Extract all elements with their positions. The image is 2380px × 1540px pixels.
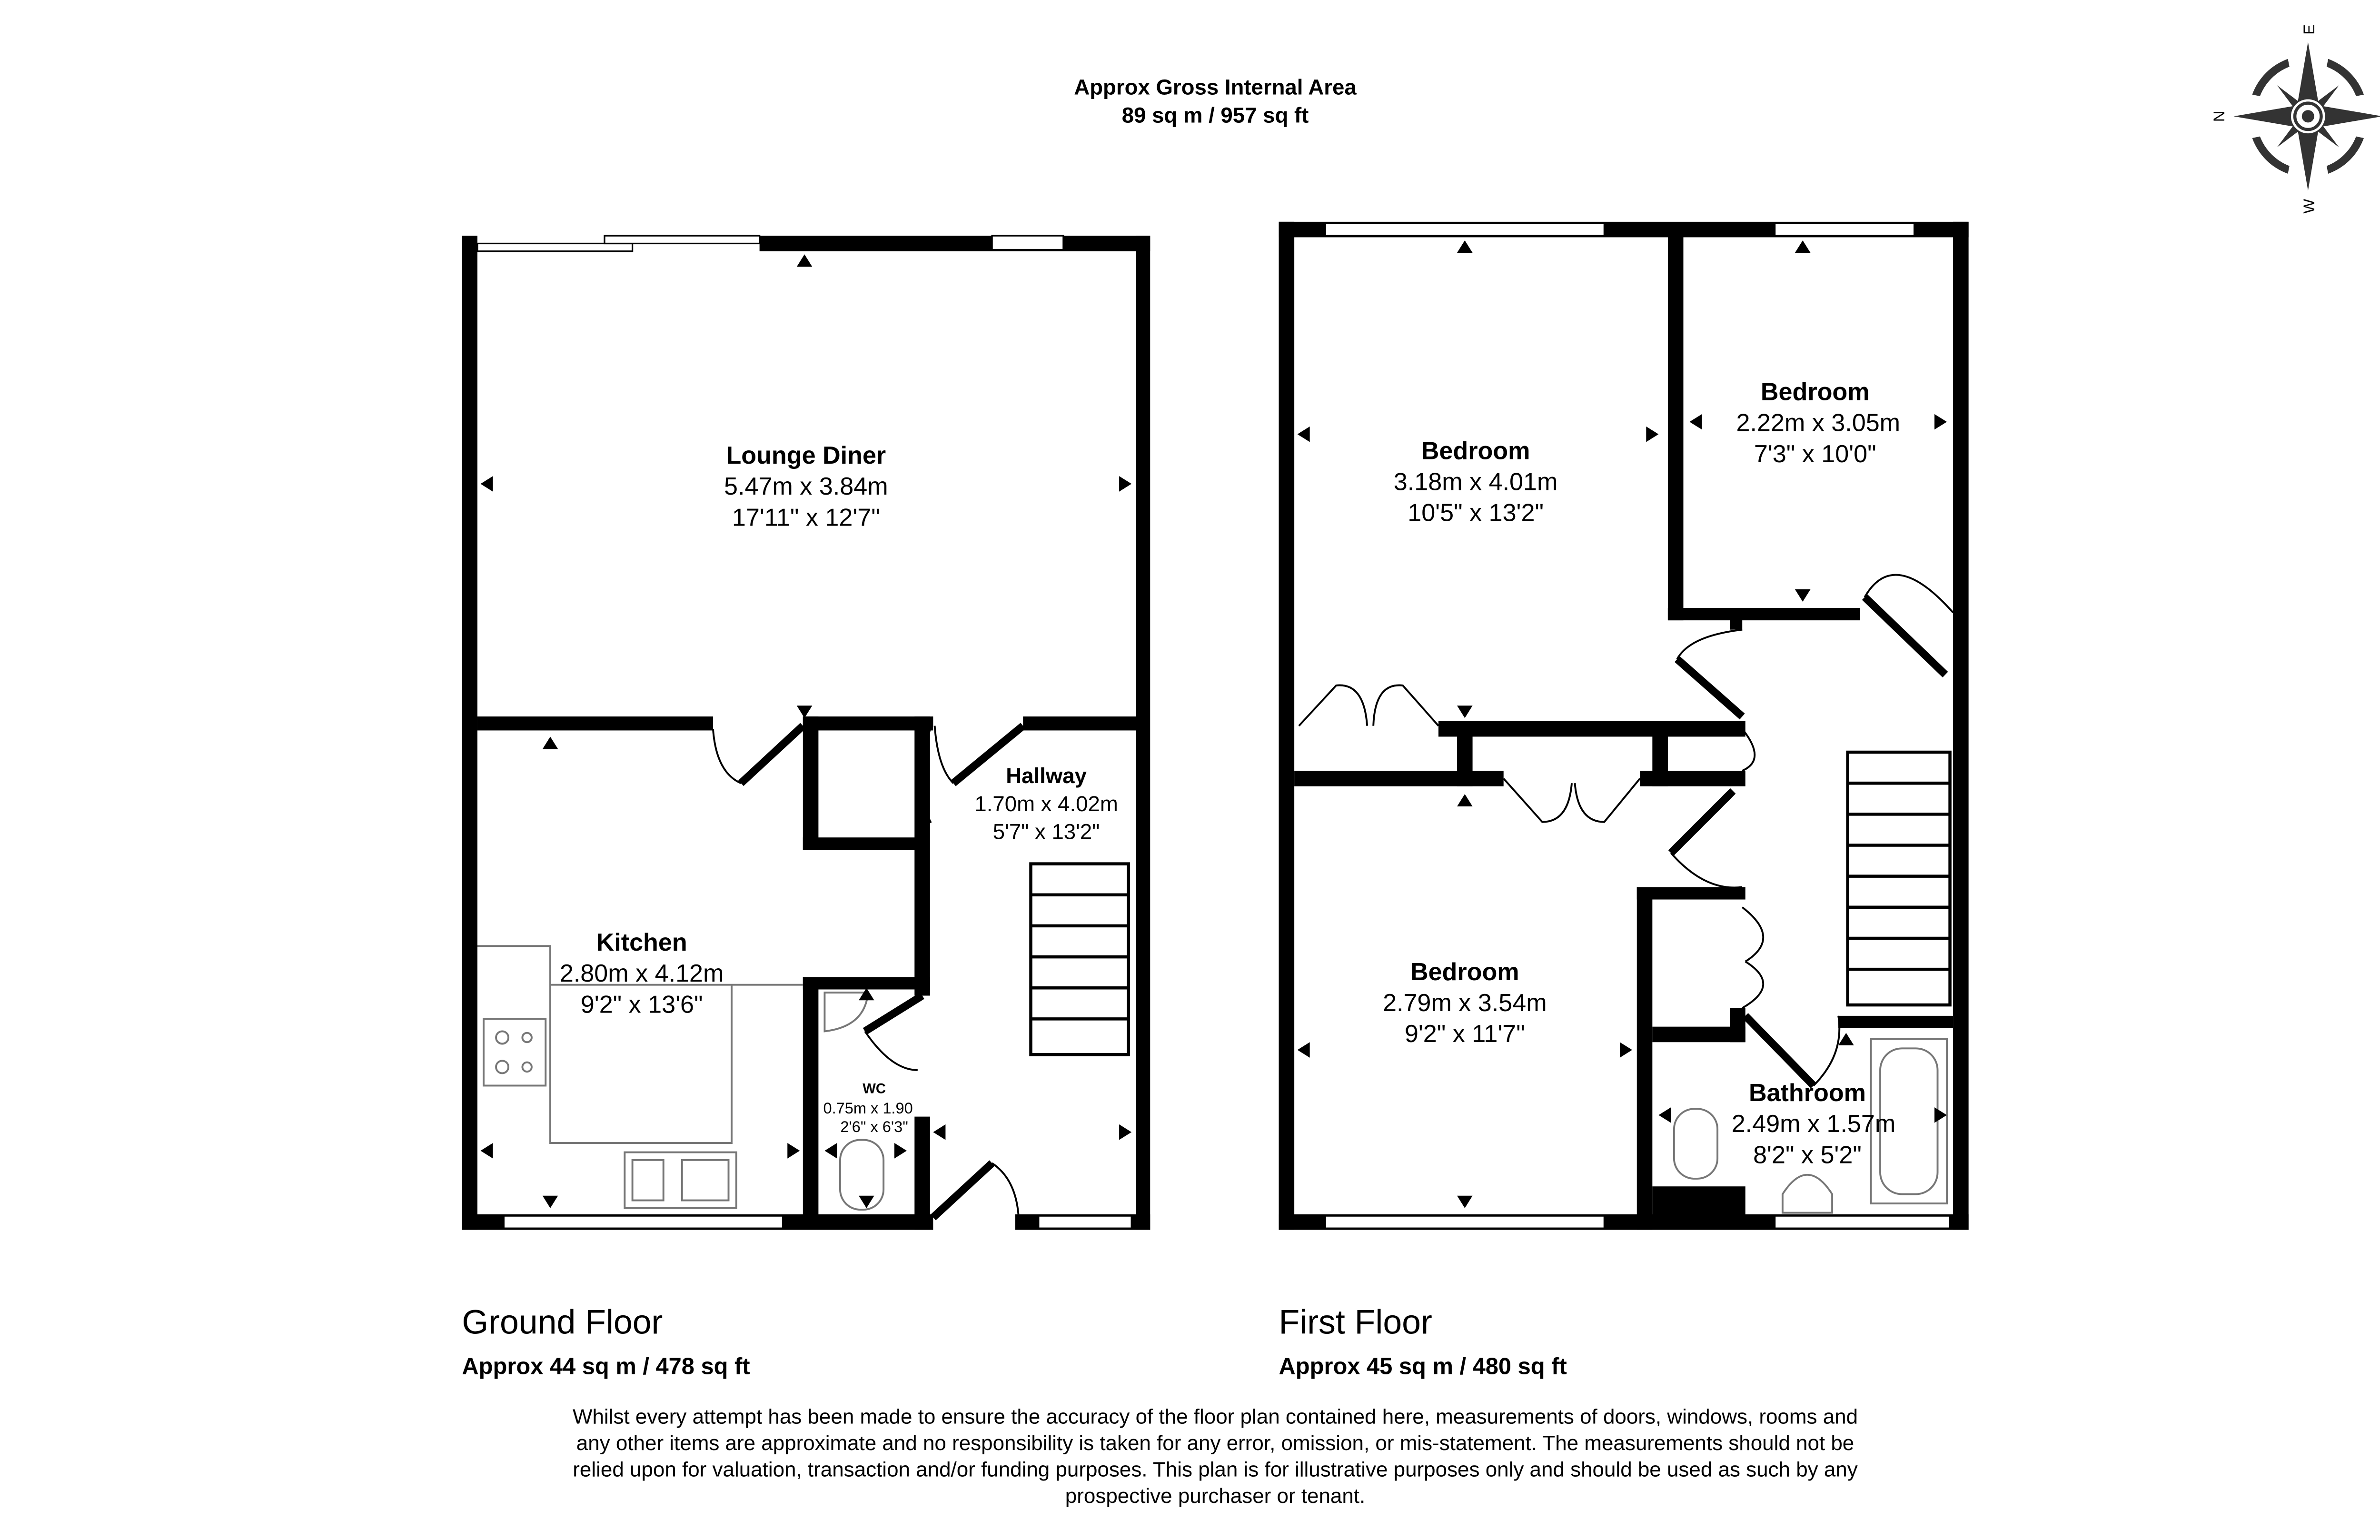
dimension-arrows [480, 254, 1132, 1208]
room-imperial: 9'2" x 11'7" [1405, 1020, 1525, 1048]
compass-north: N [2211, 111, 2228, 122]
room-name: WC [863, 1081, 886, 1097]
disclaimer-line: relied upon for valuation, transaction a… [573, 1458, 1857, 1481]
room-metric: 1.70m x 4.02m [974, 792, 1118, 816]
bathroom-fittings [1673, 1038, 1948, 1214]
compass-west: W [2301, 199, 2318, 214]
room-bathroom: Bathroom 2.49m x 1.57m 8'2" x 5'2" [1732, 1079, 1896, 1169]
dimension-arrows [1297, 240, 1947, 1208]
room-bedroom-2: Bedroom 2.22m x 3.05m 7'3" x 10'0" [1736, 378, 1900, 468]
room-name: Bedroom [1410, 958, 1519, 986]
room-name: Bedroom [1761, 378, 1870, 406]
first-floor-area: Approx 45 sq m / 480 sq ft [1279, 1353, 1567, 1379]
room-metric: 0.75m x 1.90 [823, 1100, 912, 1117]
room-name: Hallway [1006, 764, 1087, 788]
disclaimer-line: any other items are approximate and no r… [576, 1431, 1854, 1455]
ground-floor-area: Approx 44 sq m / 478 sq ft [462, 1353, 750, 1379]
room-imperial: 8'2" x 5'2" [1753, 1141, 1862, 1169]
staircase [1846, 750, 1952, 1007]
compass-east: E [2301, 24, 2318, 35]
ground-floor-plan: Lounge Diner 5.47m x 3.84m 17'11" x 12'7… [462, 235, 1150, 1230]
staircase [1029, 862, 1130, 1056]
room-imperial: 5'7" x 13'2" [993, 819, 1100, 844]
room-imperial: 2'6" x 6'3" [840, 1118, 908, 1135]
room-name: Bathroom [1749, 1079, 1866, 1107]
room-kitchen: Kitchen 2.80m x 4.12m 9'2" x 13'6" [560, 929, 724, 1018]
room-wc: WC 0.75m x 1.90 2'6" x 6'3" [823, 1081, 912, 1135]
room-name: Bedroom [1421, 437, 1530, 465]
room-metric: 3.18m x 4.01m [1394, 468, 1558, 496]
first-floor-title: First Floor [1279, 1303, 1432, 1341]
compass-icon: E W N S [2211, 24, 2380, 214]
room-hallway: Hallway 1.70m x 4.02m 5'7" x 13'2" [974, 764, 1118, 844]
room-metric: 2.22m x 3.05m [1736, 409, 1900, 437]
kitchen-units [477, 945, 803, 1209]
disclaimer-line: prospective purchaser or tenant. [1065, 1484, 1365, 1508]
room-name: Lounge Diner [726, 442, 886, 469]
ground-floor-title: Ground Floor [462, 1303, 663, 1341]
room-name: Kitchen [596, 929, 687, 956]
room-metric: 2.79m x 3.54m [1383, 989, 1547, 1017]
disclaimer-line: Whilst every attempt has been made to en… [573, 1405, 1858, 1429]
room-metric: 5.47m x 3.84m [724, 473, 888, 500]
first-floor-plan: Bedroom 3.18m x 4.01m 10'5" x 13'2" Bedr… [1279, 221, 1969, 1230]
room-lounge-diner: Lounge Diner 5.47m x 3.84m 17'11" x 12'7… [724, 442, 888, 531]
room-bedroom-3: Bedroom 2.79m x 3.54m 9'2" x 11'7" [1383, 958, 1547, 1048]
room-imperial: 7'3" x 10'0" [1754, 440, 1876, 468]
room-imperial: 9'2" x 13'6" [581, 991, 703, 1018]
room-imperial: 10'5" x 13'2" [1408, 499, 1544, 527]
room-bedroom-1: Bedroom 3.18m x 4.01m 10'5" x 13'2" [1394, 437, 1558, 527]
header-title: Approx Gross Internal Area [1074, 75, 1357, 99]
room-imperial: 17'11" x 12'7" [732, 504, 880, 531]
room-metric: 2.49m x 1.57m [1732, 1110, 1896, 1138]
disclaimer: Whilst every attempt has been made to en… [573, 1405, 1858, 1508]
header-area: 89 sq m / 957 sq ft [1122, 103, 1309, 127]
room-metric: 2.80m x 4.12m [560, 960, 724, 987]
